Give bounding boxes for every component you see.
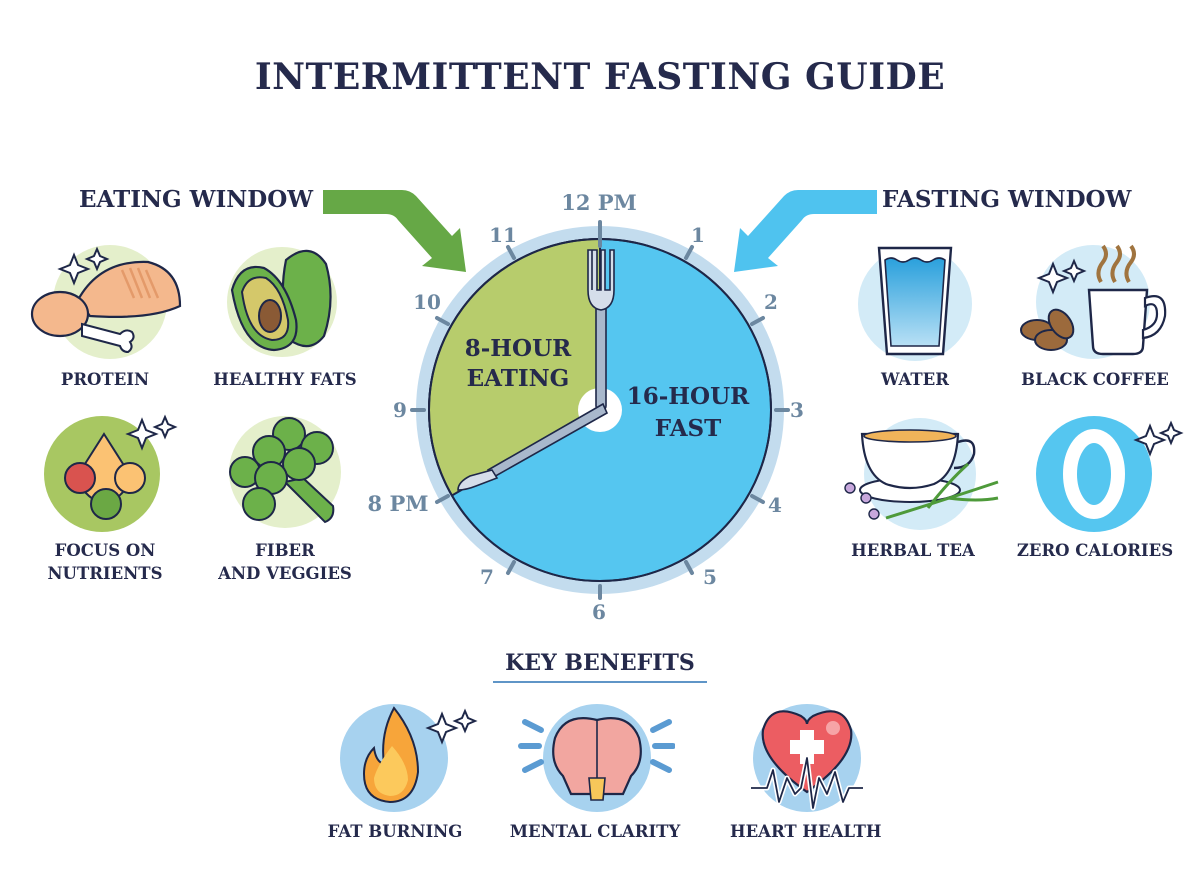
tea-cup-icon xyxy=(844,418,999,530)
heart-pulse-icon xyxy=(751,704,863,812)
nutrient-drops-icon xyxy=(44,414,178,532)
zero-icon xyxy=(1036,416,1184,532)
healthy-fats-label: HEALTHY FATS xyxy=(213,370,357,389)
fasting-label-line1: 16-HOUR xyxy=(627,383,750,410)
water-glass-icon xyxy=(858,246,972,361)
fat-burning-item xyxy=(334,698,484,818)
black-coffee-label: BLACK COFFEE xyxy=(1021,370,1169,389)
chicken-drumstick-icon xyxy=(30,245,182,359)
healthy-fats-item xyxy=(220,240,350,360)
fiber-label: FIBER AND VEGGIES xyxy=(218,541,352,583)
hour-label-6: 6 xyxy=(592,600,606,624)
mental-clarity-item xyxy=(515,698,675,818)
hour-label-3: 3 xyxy=(790,398,804,422)
hour-label-12pm: 12 PM xyxy=(561,190,637,215)
fat-burning-label: FAT BURNING xyxy=(327,822,463,841)
zero-calories-label: ZERO CALORIES xyxy=(1016,541,1174,560)
page-title: INTERMITTENT FASTING GUIDE xyxy=(254,56,946,98)
key-benefits-underline xyxy=(493,681,707,683)
heart-health-item xyxy=(745,698,875,818)
hour-label-4: 4 xyxy=(768,493,782,517)
nutrients-item xyxy=(40,412,180,532)
flame-icon xyxy=(340,704,478,812)
fiber-item xyxy=(225,412,355,532)
water-item xyxy=(855,242,975,362)
fork-hand-icon xyxy=(587,249,615,411)
eating-label-line2: EATING xyxy=(467,365,570,392)
protein-item xyxy=(30,240,190,360)
hour-label-10: 10 xyxy=(413,290,441,314)
eating-arrow-icon xyxy=(323,190,466,272)
hour-label-1: 1 xyxy=(691,223,705,247)
knife-hand-icon xyxy=(457,402,609,491)
broccoli-icon xyxy=(229,416,341,528)
water-label: WATER xyxy=(881,370,949,389)
fasting-window-heading: FASTING WINDOW xyxy=(882,186,1132,213)
fasting-label-line2: FAST xyxy=(655,415,722,442)
black-coffee-item xyxy=(1015,240,1175,360)
fasting-clock: 12 PM 1 2 3 4 5 6 7 8 PM 9 10 11 8-HOUR … xyxy=(368,190,804,624)
herbal-tea-item xyxy=(838,412,1008,532)
herbal-tea-label: HERBAL TEA xyxy=(851,541,975,560)
eating-label-line1: 8-HOUR xyxy=(465,335,572,362)
hour-ticks xyxy=(410,220,790,600)
brain-icon xyxy=(518,704,675,812)
coffee-cup-icon xyxy=(1020,244,1167,359)
zero-calories-item xyxy=(1034,412,1184,532)
hour-label-9: 9 xyxy=(393,398,407,422)
mental-clarity-label: MENTAL CLARITY xyxy=(509,822,681,841)
key-benefits-heading: KEY BENEFITS xyxy=(505,650,695,676)
heart-health-label: HEART HEALTH xyxy=(730,822,882,841)
hour-label-2: 2 xyxy=(764,290,778,314)
avocado-icon xyxy=(227,247,337,357)
eating-window-heading: EATING WINDOW xyxy=(79,186,314,213)
hour-label-11: 11 xyxy=(489,223,517,247)
hour-label-8pm: 8 PM xyxy=(368,491,429,516)
nutrients-label: FOCUS ON NUTRIENTS xyxy=(47,541,163,583)
fasting-arrow-icon xyxy=(734,190,877,272)
protein-label: PROTEIN xyxy=(60,370,150,389)
hour-label-5: 5 xyxy=(703,565,717,589)
hour-label-7: 7 xyxy=(480,565,494,589)
